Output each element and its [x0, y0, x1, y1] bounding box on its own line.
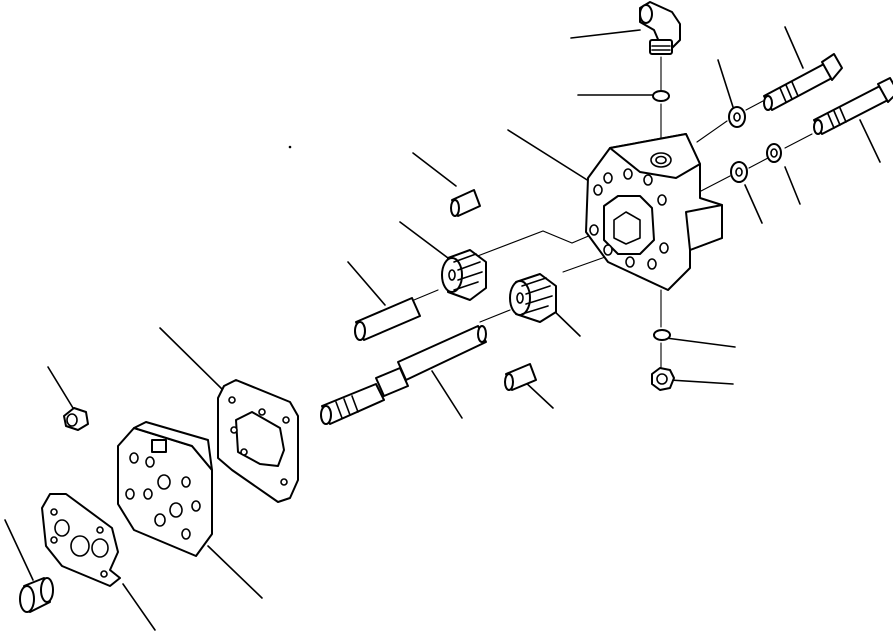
gasket	[217, 379, 299, 503]
axis-shaft	[479, 309, 511, 323]
o-ring-bottom	[653, 329, 671, 341]
dowel-pin-lower	[504, 363, 537, 391]
bushing	[19, 577, 54, 613]
leader-gasket	[159, 327, 226, 393]
bolt-lower	[813, 77, 893, 135]
axis-driven-gear	[562, 255, 609, 273]
leader-dowel-pin-lower	[522, 379, 554, 409]
end-cover	[117, 421, 213, 557]
axis-lower-bolt	[700, 175, 731, 192]
drive-gear	[441, 249, 487, 301]
driven-gear	[509, 273, 557, 323]
leader-pump-body	[507, 129, 593, 184]
leader-bolt-lower	[859, 119, 881, 163]
axis-upper-bolt	[696, 120, 728, 143]
axis-drive-gear	[474, 230, 599, 258]
axis-lower-bolt-3	[784, 133, 813, 149]
leader-dowel-pin-upper	[412, 152, 457, 187]
plate	[41, 493, 121, 587]
assembly-axis-lines	[372, 56, 813, 369]
axis-upper-bolt-2	[745, 100, 764, 111]
axis-lower-bolt-2	[748, 157, 769, 169]
leader-bushing	[4, 519, 34, 581]
leader-end-cover	[207, 545, 263, 599]
stray-mark	[288, 145, 292, 149]
leader-washer-lower-b	[784, 166, 801, 205]
leader-drive-gear	[399, 221, 449, 259]
drive-shaft	[320, 325, 487, 425]
leader-o-ring-bottom	[665, 337, 736, 348]
washer-lower-a	[730, 161, 748, 183]
o-ring-top	[652, 90, 670, 102]
leader-dowel-pin-long	[347, 261, 386, 306]
leader-elbow-fitting	[570, 29, 641, 39]
plug	[651, 367, 675, 391]
washer-upper	[728, 106, 746, 128]
leader-drive-shaft	[431, 370, 463, 419]
bolt-upper	[763, 53, 843, 111]
pump-body	[585, 133, 723, 291]
leader-lines	[4, 26, 881, 631]
small-plug	[63, 407, 89, 431]
dowel-pin-upper	[450, 189, 481, 217]
washer-lower-b	[766, 143, 782, 163]
leader-plate	[122, 583, 156, 631]
elbow-fitting	[639, 1, 681, 55]
leader-plug	[669, 379, 734, 385]
dowel-pin-long	[354, 297, 421, 341]
leader-small-plug	[47, 366, 74, 409]
leader-washer-lower-a	[744, 184, 763, 224]
leader-bolt-upper	[784, 26, 804, 69]
leader-washer-upper	[717, 59, 734, 108]
